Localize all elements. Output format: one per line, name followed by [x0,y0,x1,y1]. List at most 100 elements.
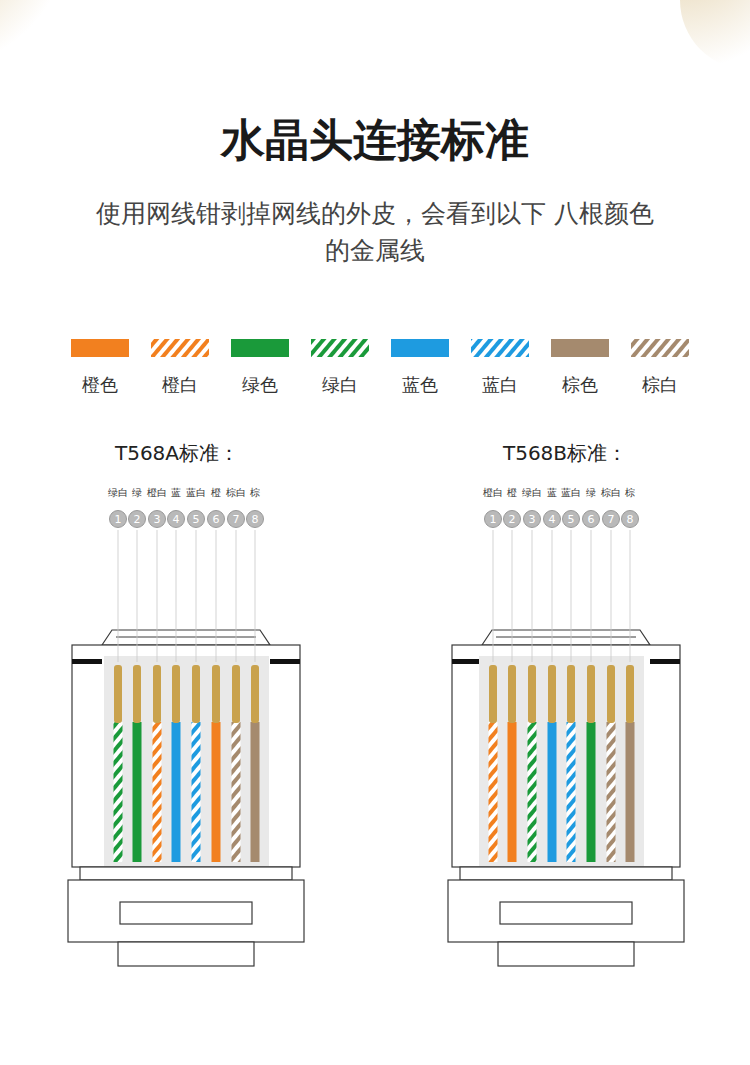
wire-label: 蓝 [547,486,557,500]
wire [528,722,537,862]
connector-ridge [496,637,636,638]
wire [587,722,596,862]
leader-line [552,530,553,662]
leader-line [591,530,592,662]
gold-contact [172,665,180,723]
legend-label: 棕白 [642,373,678,397]
wire-label: 绿 [132,486,142,500]
wire-label: 棕 [625,486,635,500]
pin-number-text: 7 [233,514,240,525]
wire [548,722,557,862]
connector-boot [68,880,304,942]
pin-number-text: 1 [490,514,497,525]
connector-neck [460,867,672,880]
wire [153,722,162,862]
gold-contact [232,665,240,723]
pin-number: 8 [621,510,639,528]
leader-line [196,530,197,662]
leader-line [512,530,513,662]
gold-contact [587,665,595,723]
pin-number-text: 3 [154,514,161,525]
legend-label: 蓝白 [482,373,518,397]
pin-number: 2 [503,510,521,528]
pin-number-text: 8 [252,514,259,525]
wire [251,722,260,862]
caption: 使用网线钳剥掉网线的外皮，会看到以下 八根颜色的金属线 [95,195,655,269]
connector-band [650,659,680,664]
wire [626,722,635,862]
color-swatch [631,339,689,357]
wire-label: 绿白 [108,486,128,500]
wire [607,722,616,862]
color-swatch [391,339,449,357]
color-swatch [151,339,209,357]
pin-number: 1 [109,510,127,528]
leader-line [157,530,158,662]
gold-contact [192,665,200,723]
gold-contact [153,665,161,723]
pin-number-text: 4 [549,514,556,525]
wire [192,722,201,862]
gold-contact [626,665,634,723]
corner-glow [0,0,70,70]
connector-tab [118,942,254,966]
leader-line [118,530,119,662]
wire-label: 棕 [250,486,260,500]
pin-number-text: 6 [588,514,595,525]
wire-label: 橙白 [147,486,167,500]
legend-label: 绿白 [322,373,358,397]
wire [489,722,498,862]
wire-label: 蓝白 [186,486,206,500]
pin-number: 3 [148,510,166,528]
leader-line [571,530,572,662]
legend-label: 橙白 [162,373,198,397]
standard-heading: T568A标准： [115,440,239,467]
connector-boot [448,880,684,942]
pin-number: 5 [187,510,205,528]
color-swatch [551,339,609,357]
leader-line [236,530,237,662]
color-swatch [71,339,129,357]
pin-number-text: 3 [529,514,536,525]
wire [232,722,241,862]
wire-label: 绿 [586,486,596,500]
leader-line [532,530,533,662]
gold-contact [548,665,556,723]
gold-contact [114,665,122,723]
wire-label: 绿白 [522,486,542,500]
leader-line [611,530,612,662]
wire-label: 蓝 [171,486,181,500]
gold-contact [607,665,615,723]
wire [114,722,123,862]
pin-number-text: 8 [627,514,634,525]
leader-line [176,530,177,662]
connector-ridge [102,630,270,645]
legend-label: 橙色 [82,373,118,397]
wire-insert [104,656,269,866]
wire-label: 棕白 [601,486,621,500]
connector-body [452,645,680,867]
gold-contact [251,665,259,723]
connector-band [452,659,482,664]
connector-band [270,659,300,664]
gold-contact [528,665,536,723]
color-swatch [471,339,529,357]
color-swatch [311,339,369,357]
pin-number-text: 2 [134,514,141,525]
leader-line [493,530,494,662]
connector-slot [120,902,252,924]
title: 水晶头连接标准 [221,111,529,170]
color-swatch [231,339,289,357]
pin-number: 8 [246,510,264,528]
leader-line [630,530,631,662]
leader-line [216,530,217,662]
pin-number: 7 [227,510,245,528]
wire-label: 棕白 [226,486,246,500]
gold-contact [567,665,575,723]
pin-number: 4 [167,510,185,528]
gold-contact [133,665,141,723]
legend-label: 绿色 [242,373,278,397]
pin-number: 2 [128,510,146,528]
wire [212,722,221,862]
pin-number: 3 [523,510,541,528]
